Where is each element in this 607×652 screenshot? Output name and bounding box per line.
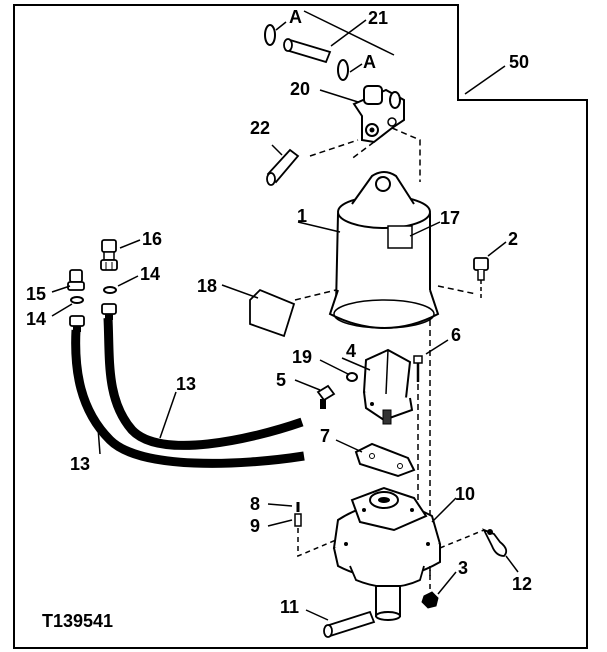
callout-18: 18	[197, 276, 217, 296]
leader-18	[221, 284, 259, 299]
callout-9: 9	[250, 516, 260, 536]
leader-21	[330, 19, 367, 47]
ref-mark-a-lower: A	[363, 52, 376, 72]
callout-12: 12	[512, 574, 532, 594]
callout-17: 17	[440, 208, 460, 228]
figure-id: T139541	[42, 611, 113, 631]
retaining-ring-upper	[264, 24, 276, 46]
align-line-pins	[297, 528, 337, 558]
hose-end-fitting-right	[101, 303, 117, 320]
gasket-7	[354, 442, 416, 478]
decal-17	[387, 225, 413, 249]
leader-11	[305, 609, 329, 621]
leader-20	[319, 89, 359, 103]
bolt-2	[473, 257, 489, 300]
callout-3: 3	[458, 558, 468, 578]
spring-pin-9	[294, 513, 302, 527]
ref-mark-a-upper: A	[289, 7, 302, 27]
o-ring-14-left	[70, 296, 84, 304]
frame-border	[13, 4, 588, 649]
align-line-2	[437, 285, 477, 295]
leader-10	[431, 497, 457, 523]
callout-11: 11	[280, 597, 299, 617]
callout-19: 19	[292, 347, 312, 367]
leader-14-right	[117, 275, 139, 287]
leader-4	[341, 357, 371, 371]
gear-case-10	[332, 486, 442, 621]
leader-9	[267, 519, 293, 527]
align-line-12	[439, 529, 485, 549]
hydraulic-hose-13-lower	[71, 329, 305, 468]
align-line-22	[309, 139, 359, 157]
motor-housing-1	[328, 171, 440, 329]
leader-a-lower	[349, 63, 363, 73]
pin-21	[283, 38, 332, 64]
callout-13-lower: 13	[70, 454, 90, 474]
callout-22: 22	[250, 118, 270, 138]
callout-7: 7	[320, 426, 330, 446]
leader-22	[271, 144, 283, 156]
o-ring-19	[346, 372, 358, 382]
callout-5: 5	[276, 370, 286, 390]
retaining-ring-lower	[337, 59, 349, 81]
leader-17	[409, 221, 441, 237]
leader-15	[51, 285, 71, 293]
leader-13-upper	[159, 391, 177, 439]
callout-15: 15	[26, 284, 46, 304]
leader-3	[437, 571, 457, 595]
leader-8	[267, 503, 293, 507]
leader-50	[464, 65, 506, 95]
callout-16: 16	[142, 229, 162, 249]
hydraulic-hose-13-upper	[103, 317, 304, 450]
decal-18	[249, 288, 296, 338]
align-line-18	[294, 289, 337, 301]
callout-8: 8	[250, 494, 260, 514]
callout-6: 6	[451, 325, 461, 345]
o-ring-14-right	[103, 286, 117, 294]
nut-3	[421, 591, 439, 609]
callout-20: 20	[290, 79, 310, 99]
callout-50: 50	[509, 52, 529, 72]
fitting-5	[316, 384, 336, 409]
fitting-15	[67, 269, 85, 291]
pin-11	[323, 610, 376, 638]
leader-5	[294, 379, 321, 391]
leader-12	[505, 555, 519, 573]
leader-19	[319, 359, 349, 375]
align-line-bracket	[391, 127, 421, 182]
leader-a-upper	[275, 21, 287, 31]
callout-2: 2	[508, 229, 518, 249]
cap-screw-6	[413, 355, 423, 382]
align-line-bracket-2	[349, 141, 375, 161]
callout-14-right: 14	[140, 264, 160, 284]
pin-22	[266, 148, 300, 186]
leader-7	[335, 439, 363, 453]
hose-end-fitting-left	[69, 315, 85, 332]
fitting-16	[100, 239, 118, 271]
callout-13-upper: 13	[176, 374, 196, 394]
grease-fitting-12	[482, 528, 508, 557]
callout-14-left: 14	[26, 309, 46, 329]
leader-1	[297, 221, 341, 233]
leader-13-lower	[97, 427, 101, 455]
callout-1: 1	[297, 206, 307, 226]
leader-16	[119, 239, 141, 249]
callout-21: 21	[368, 8, 388, 28]
callout-4: 4	[346, 341, 356, 361]
callout-10: 10	[455, 484, 475, 504]
leader-14-left	[51, 303, 73, 317]
valve-block-4	[362, 348, 414, 425]
leader-2	[487, 241, 507, 257]
clevis-bracket-20	[352, 85, 405, 144]
